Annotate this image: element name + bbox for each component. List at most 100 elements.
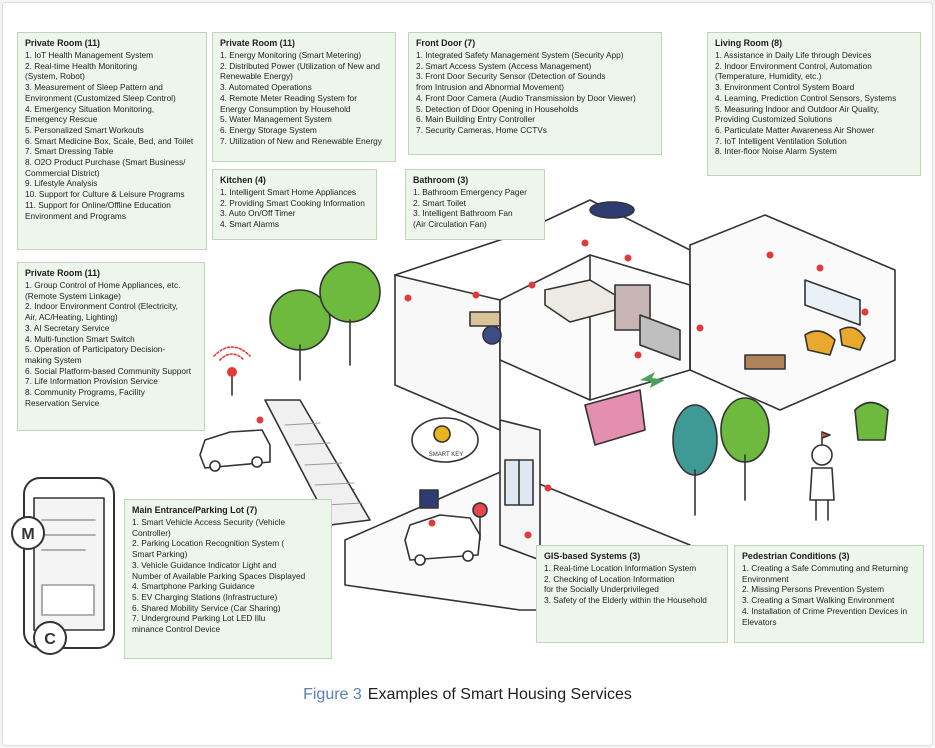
service-item: 4. Learning, Prediction Control Sensors,… <box>715 92 897 103</box>
pedestrian-body <box>809 467 835 501</box>
box-title: GIS-based Systems (3) <box>544 551 641 561</box>
phone-c-badge <box>33 621 67 655</box>
box-title: Private Room (11) <box>25 38 100 48</box>
box-title: Living Room (8) <box>715 38 783 48</box>
service-item: 3. Environment Control System Board <box>715 82 855 93</box>
service-item: 1. Group Control of Home Appliances, etc… <box>25 280 181 301</box>
box-private-room-health: Private Room (11) 1. IoT Health Managemen… <box>17 32 207 250</box>
service-item: 3. Measurement of Sleep Pattern and Envi… <box>25 82 176 103</box>
service-item: 4. Multi-function Smart Switch <box>25 333 135 344</box>
stop-sign <box>472 502 488 518</box>
service-item: 2. Missing Persons Prevention System <box>742 584 885 595</box>
service-item: 7. Underground Parking Lot LED Illu mina… <box>132 613 266 635</box>
service-item: 2. Smart Access System (Access Managemen… <box>416 60 592 71</box>
service-item: 7. Life Information Provision Service <box>25 376 158 387</box>
service-item: 1. Bathroom Emergency Pager <box>413 187 527 197</box>
dining-table <box>744 354 786 370</box>
service-item: 6. Energy Storage System <box>220 124 317 135</box>
service-item: 2. Indoor Environment Control, Automatio… <box>715 60 872 82</box>
service-item: 3. Vehicle Guidance Indicator Light and … <box>132 559 306 581</box>
box-title: Kitchen (4) <box>220 175 266 185</box>
driveway <box>264 399 371 526</box>
service-item: 2. Smart Toilet <box>413 197 466 208</box>
green-bin <box>854 401 889 441</box>
service-item: 7. Smart Dressing Table <box>25 146 114 157</box>
service-item: 4. Smart Alarms <box>220 219 280 230</box>
service-item: 3. Front Door Security Sensor (Detection… <box>416 71 606 93</box>
service-item: 10. Support for Culture & Leisure Progra… <box>25 189 185 200</box>
box-title: Pedestrian Conditions (3) <box>742 551 850 561</box>
service-item: 1. Real-time Location Information System <box>544 563 697 573</box>
service-item: 3. Automated Operations <box>220 82 312 93</box>
smart-key-sign-text: SMART KEY <box>429 452 463 458</box>
service-item: 6. Particulate Matter Awareness Air Show… <box>715 124 875 135</box>
ev-charger <box>419 489 439 509</box>
service-item: 5. Detection of Door Opening in Househol… <box>416 103 579 114</box>
service-item: 1. Energy Monitoring (Smart Metering) <box>220 50 362 60</box>
service-item: 4. Installation of Crime Prevention Devi… <box>742 605 908 627</box>
figure-caption: Figure 3 Examples of Smart Housing Servic… <box>0 686 935 704</box>
service-item: 4. Smartphone Parking Guidance <box>132 581 255 592</box>
service-item: 1. Integrated Safety Management System (… <box>416 50 624 60</box>
service-item: 2. Providing Smart Cooking Information <box>220 197 365 208</box>
figure-number: Figure 3 <box>303 686 362 703</box>
service-item: 2. Real-time Health Monitoring (System, … <box>25 60 138 82</box>
service-item: 11. Support for Online/Offline Education… <box>25 199 171 221</box>
service-item: 9. Lifestyle Analysis <box>25 178 98 189</box>
box-title: Bathroom (3) <box>413 175 469 185</box>
box-pedestrian-conditions: Pedestrian Conditions (3) 1. Creating a S… <box>734 545 924 643</box>
living-room-chair <box>804 330 836 356</box>
box-kitchen: Kitchen (4) 1. Intelligent Smart Home App… <box>212 169 377 240</box>
box-title: Main Entrance/Parking Lot (7) <box>132 505 258 515</box>
service-item: 8. O2O Product Purchase (Smart Business/… <box>25 157 186 178</box>
box-living-room: Living Room (8) 1. Assistance in Daily Li… <box>707 32 921 176</box>
service-item: 6. Social Platform-based Community Suppo… <box>25 365 192 376</box>
service-item: 6. Smart Medicine Box, Scale, Bed, and T… <box>25 135 194 146</box>
service-item: 2. Indoor Environment Control (Electrici… <box>25 301 178 323</box>
service-item: 7. IoT Intelligent Ventilation Solution <box>715 135 847 146</box>
service-item: 1. Assistance in Daily Life through Devi… <box>715 50 872 60</box>
service-item: 1. Creating a Safe Commuting and Returni… <box>742 563 909 584</box>
kitchen-counter <box>639 314 681 361</box>
service-item: 5. Measuring Indoor and Outdoor Air Qual… <box>715 103 880 125</box>
service-item: 1. Intelligent Smart Home Appliances <box>220 187 357 197</box>
service-item: 5. Operation of Participatory Decision- … <box>25 344 166 365</box>
pink-balcony <box>584 389 646 446</box>
box-private-room-community: Private Room (11) 1. Group Control of Hom… <box>17 262 205 431</box>
service-item: 7. Utilization of New and Renewable Ener… <box>220 135 382 146</box>
service-item: 3. Intelligent Bathroom Fan (Air Circula… <box>413 208 513 230</box>
sensor-dots <box>256 239 869 539</box>
service-item: 3. Creating a Smart Walking Environment <box>742 595 895 606</box>
service-item: 4. Remote Meter Reading System for Energ… <box>220 92 357 114</box>
service-item: 4. Front Door Camera (Audio Transmission… <box>416 92 636 103</box>
figure-title: Examples of Smart Housing Services <box>367 686 632 703</box>
tree-left-2 <box>319 261 381 323</box>
service-item: 6. Main Building Entry Controller <box>416 114 535 125</box>
pedestrian-head <box>811 444 833 466</box>
service-item: 5. Personalized Smart Workouts <box>25 124 144 135</box>
service-item: 5. EV Charging Stations (Infrastructure) <box>132 591 278 602</box>
service-item: 2. Parking Location Recognition System (… <box>132 538 285 560</box>
service-item: 7. Security Cameras, Home CCTVs <box>416 124 547 135</box>
tree-right-2 <box>720 397 770 463</box>
phone-m-badge <box>11 516 45 550</box>
service-item: 5. Water Management System <box>220 114 332 125</box>
phone-c-letter: C <box>44 631 56 648</box>
box-gis-systems: GIS-based Systems (3) 1. Real-time Locati… <box>536 545 728 643</box>
box-title: Private Room (11) <box>220 38 295 48</box>
service-item: 1. Smart Vehicle Access Security (Vehicl… <box>132 517 286 538</box>
service-item: 3. Safety of the Elderly within the Hous… <box>544 595 707 606</box>
service-item: 1. IoT Health Management System <box>25 50 154 60</box>
service-item: 6. Shared Mobility Service (Car Sharing) <box>132 602 281 613</box>
tree-right-1 <box>672 404 718 476</box>
service-item: 4. Emergency Situation Monitoring, Emerg… <box>25 103 155 125</box>
service-item: 3. Auto On/Off Timer <box>220 208 296 219</box>
living-room-screen <box>804 279 861 326</box>
service-item: 2. Distributed Power (Utilization of New… <box>220 60 381 82</box>
phone-m-letter: M <box>21 526 34 543</box>
box-main-entrance-parking: Main Entrance/Parking Lot (7) 1. Smart Ve… <box>124 499 332 659</box>
box-front-door: Front Door (7)1. Integrated Safety Manag… <box>408 32 662 155</box>
box-title: Private Room (11) <box>25 268 100 278</box>
service-item: 8. Inter-floor Noise Alarm System <box>715 146 837 157</box>
